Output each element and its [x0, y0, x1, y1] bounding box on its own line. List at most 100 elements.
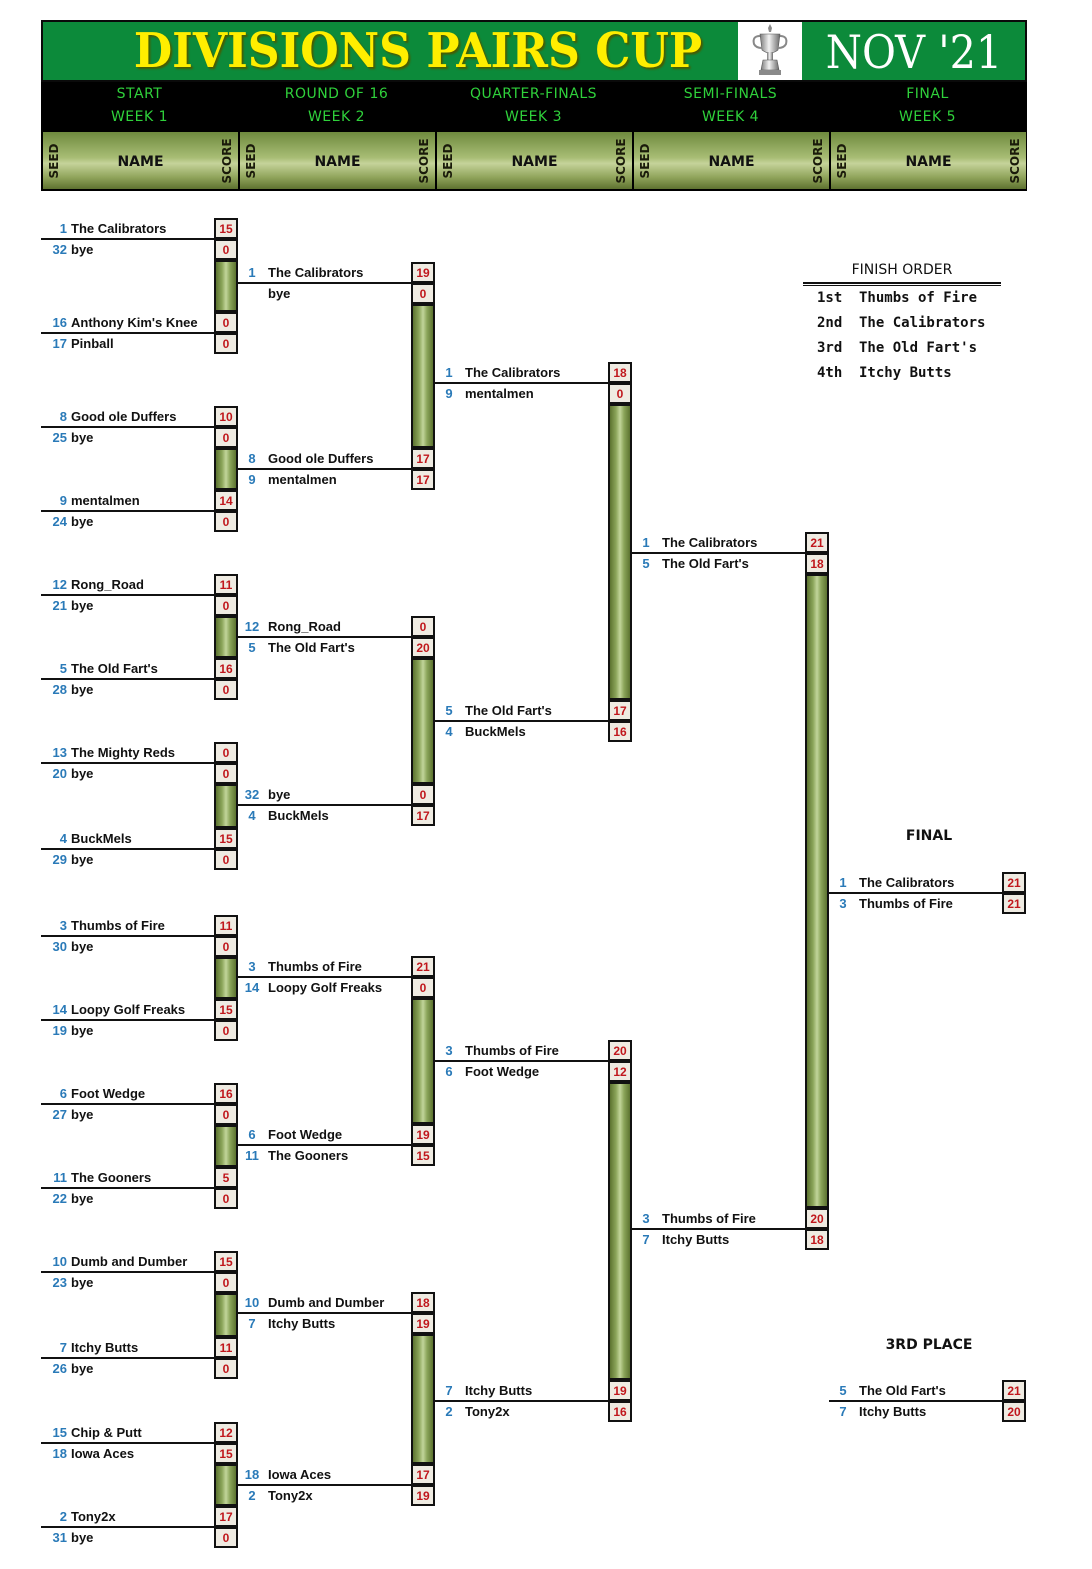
column-header-group: SEED NAME SCORE — [43, 132, 238, 189]
seed-number: 15 — [52, 1425, 67, 1440]
score-cell: 15 — [214, 1443, 238, 1464]
team-name: bye — [71, 766, 94, 781]
team-name: bye — [71, 1361, 94, 1376]
seed-number: 4 — [445, 724, 453, 739]
seed-number: 4 — [59, 831, 67, 846]
match-divider-line — [41, 510, 214, 512]
match-divider-line — [238, 1312, 411, 1314]
seed-number: 3 — [642, 1211, 650, 1226]
seed-number: 9 — [248, 472, 256, 487]
score-cell: 21 — [1002, 1380, 1026, 1401]
seed-number: 12 — [244, 619, 260, 634]
bracket-entry: 20 bye — [0, 763, 94, 784]
finish-row: 2nd The Calibrators — [803, 311, 1001, 336]
connector-bar — [214, 957, 238, 999]
finish-row: 3rd The Old Fart's — [803, 336, 1001, 361]
match-divider-line — [41, 762, 214, 764]
match-divider-line — [435, 1060, 608, 1062]
score-cell: 19 — [608, 1380, 632, 1401]
score-cell: 15 — [214, 828, 238, 849]
seed-number: 8 — [59, 409, 67, 424]
seed-number: 13 — [52, 745, 67, 760]
score-cell: 0 — [214, 1104, 238, 1125]
team-name: Foot Wedge — [71, 1086, 146, 1101]
seed-column-label: SEED — [244, 143, 258, 178]
score-cell: 20 — [1002, 1401, 1026, 1422]
column-header-group: SEED NAME SCORE — [831, 132, 1026, 189]
score-cell: 0 — [214, 1020, 238, 1041]
connector-bar — [214, 448, 238, 490]
team-name: BuckMels — [71, 831, 132, 846]
team-name: bye — [71, 1023, 94, 1038]
connector-bar — [411, 658, 435, 784]
seed-number: 28 — [52, 682, 67, 697]
seed-column-label: SEED — [441, 143, 455, 178]
seed-number: 32 — [52, 242, 67, 257]
match-divider-line — [41, 1442, 214, 1444]
score-cell: 0 — [411, 977, 435, 998]
seed-number: 7 — [59, 1340, 67, 1355]
seed-number: 6 — [248, 1127, 256, 1142]
match-divider-line — [41, 1187, 214, 1189]
team-name: The Old Fart's — [465, 703, 552, 718]
match-divider-line — [435, 1400, 608, 1402]
team-name: Loopy Golf Freaks — [71, 1002, 186, 1017]
seed-number: 5 — [839, 1383, 847, 1398]
team-name: bye — [71, 430, 94, 445]
seed-number: 14 — [244, 980, 260, 995]
score-cell: 15 — [411, 1145, 435, 1166]
finish-order-panel: FINISH ORDER 1st Thumbs of Fire 2nd The … — [803, 260, 1001, 386]
finish-order-title: FINISH ORDER — [851, 262, 953, 278]
score-cell: 0 — [214, 239, 238, 260]
team-name: The Calibrators — [71, 221, 167, 236]
seed-number: 32 — [244, 787, 260, 802]
connector-bar — [411, 1334, 435, 1464]
round-week: WEEK 3 — [504, 109, 563, 125]
team-name: Loopy Golf Freaks — [268, 980, 383, 995]
score-cell: 5 — [214, 1167, 238, 1188]
seed-number: 18 — [244, 1467, 260, 1482]
team-name: Tony2x — [465, 1404, 510, 1419]
seed-number: 21 — [52, 598, 67, 613]
team-name: mentalmen — [268, 472, 337, 487]
score-column-label: SCORE — [614, 137, 628, 184]
seed-number: 7 — [445, 1383, 453, 1398]
title-banner: DIVISIONS PAIRS CUP NOV '21 — [41, 20, 1027, 82]
seed-number: 1 — [445, 365, 453, 380]
seed-number: 26 — [52, 1361, 67, 1376]
score-cell: 0 — [214, 312, 238, 333]
round-header-final: FINAL WEEK 5 — [829, 82, 1026, 130]
seed-number: 20 — [52, 766, 67, 781]
team-name: bye — [71, 514, 94, 529]
score-cell: 11 — [214, 915, 238, 936]
seed-number: 6 — [445, 1064, 453, 1079]
bracket-entry: 14 Loopy Golf Freaks — [0, 977, 382, 998]
team-name: Iowa Aces — [71, 1446, 135, 1461]
seed-number: 1 — [248, 265, 256, 280]
team-name: mentalmen — [71, 493, 140, 508]
cup-title: DIVISIONS PAIRS CUP — [133, 23, 703, 79]
team-name: Itchy Butts — [859, 1404, 927, 1419]
seed-number: 5 — [248, 640, 256, 655]
match-divider-line — [41, 935, 214, 937]
score-column-label: SCORE — [811, 137, 825, 184]
bracket-entry: 4 BuckMels — [0, 828, 132, 849]
column-header-group: SEED NAME SCORE — [634, 132, 829, 189]
score-cell: 16 — [214, 1083, 238, 1104]
